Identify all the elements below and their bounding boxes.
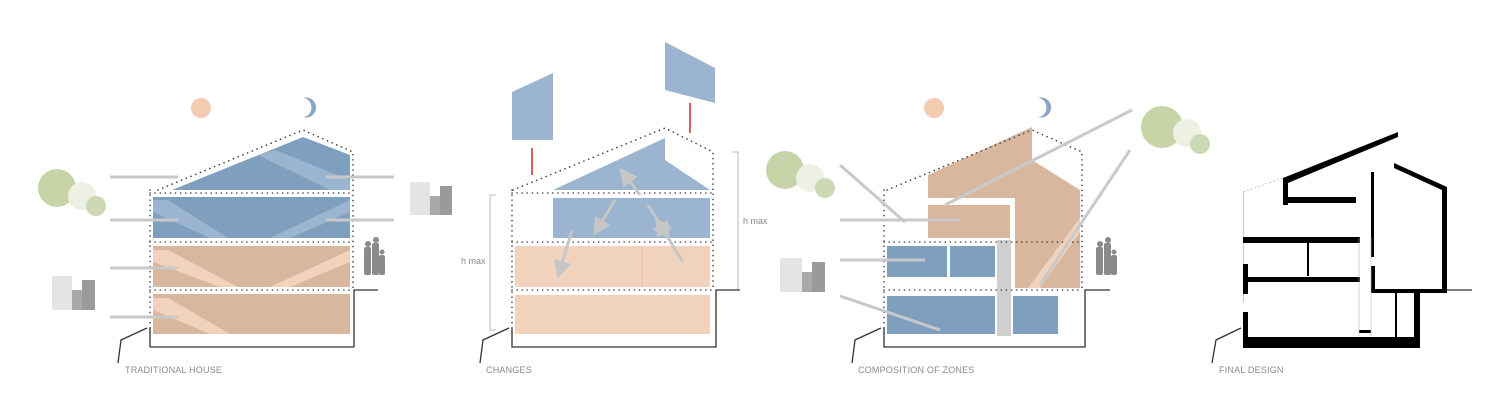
panel-label-traditional-house: TRADITIONAL HOUSE: [125, 365, 223, 375]
floating-roof-panel: [512, 73, 553, 140]
people-icon: [1096, 237, 1117, 275]
neighbor-building-icon: [780, 258, 825, 292]
terrain-line: [117, 327, 148, 364]
zone-band: [270, 200, 350, 238]
stair-landing: [1359, 330, 1371, 333]
terrain-line: [851, 327, 882, 364]
exterior-wall: [1243, 264, 1248, 294]
envelope-outline: [512, 127, 714, 291]
interior-wall: [1371, 172, 1374, 257]
panel-label-composition-of-zones: COMPOSITION OF ZONES: [858, 365, 975, 375]
basement-wall: [1395, 293, 1397, 348]
panel-composition-of-zones: [766, 97, 1210, 364]
zone-blue: [1013, 296, 1058, 334]
slab-middle: [1243, 237, 1360, 243]
moon-icon: [1038, 97, 1052, 118]
basement-wall: [1414, 293, 1420, 348]
height-bracket-left: [489, 194, 496, 331]
zone-attic-orange: [928, 127, 1080, 198]
slab-upper: [1287, 197, 1356, 203]
guide-line: [1243, 192, 1244, 302]
moon-icon: [303, 97, 317, 118]
ground-line: [149, 289, 378, 348]
zone-band: [258, 150, 350, 190]
stair: [1358, 238, 1372, 336]
height-label-left: h max: [461, 256, 486, 266]
exterior-wall: [1243, 312, 1248, 342]
people-icon: [364, 237, 385, 275]
zone-floor0-orange: [515, 295, 710, 334]
terrain-line: [479, 327, 510, 364]
zone-floor2-blue: [553, 198, 710, 238]
sun-icon: [191, 98, 211, 118]
zone-band: [153, 200, 228, 238]
zone-blue: [950, 246, 995, 277]
envelope-outline: [1242, 177, 1284, 193]
interior-wall: [1307, 243, 1309, 276]
connector-lines: [839, 108, 1133, 332]
sun-icon: [924, 98, 944, 118]
panel-label-final-design: FINAL DESIGN: [1219, 365, 1284, 375]
height-bracket-right: [732, 151, 739, 291]
terrain-line: [1211, 327, 1242, 364]
circulation-core: [997, 240, 1011, 336]
panel-changes: [479, 42, 740, 364]
foundation-slab: [1243, 337, 1420, 348]
panel-final-design: [1211, 132, 1472, 364]
zone-band: [270, 250, 350, 287]
neighbor-building-icon: [52, 276, 95, 310]
connector-lines: [110, 175, 394, 319]
roof-wall-left: [1283, 132, 1398, 205]
height-label-right: h max: [743, 216, 768, 226]
trees-icon: [38, 169, 106, 216]
ground-line: [883, 289, 1110, 348]
zone-band: [153, 250, 238, 287]
zone-attic-blue: [553, 138, 710, 190]
arrow-icons: [553, 167, 685, 279]
exterior-wall: [1371, 266, 1375, 290]
floating-roof-panel: [665, 42, 715, 103]
roof-wall-right: [1394, 163, 1447, 292]
zone-blue: [887, 296, 995, 334]
zone-band: [1028, 218, 1080, 288]
zone-band: [153, 298, 230, 334]
trees-icon: [1141, 106, 1210, 154]
zone-floor1-orange: [515, 246, 710, 287]
panel-traditional-house: [38, 97, 452, 364]
slab-lower: [1243, 277, 1360, 282]
ground-line: [511, 289, 740, 348]
panel-label-changes: CHANGES: [486, 365, 532, 375]
trees-icon: [766, 151, 835, 198]
neighbor-building-icon: [410, 182, 452, 215]
slab-ground: [1371, 289, 1447, 293]
